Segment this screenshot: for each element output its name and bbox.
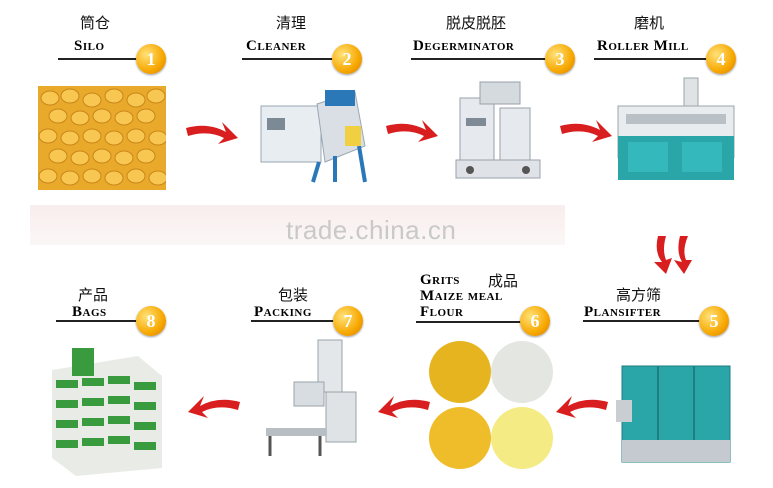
step-2-rule <box>242 58 334 60</box>
step-2-en-label: Cleaner <box>246 38 307 54</box>
step-3-en-label: Degerminator <box>413 38 515 54</box>
step-6-cn-label: 成品 <box>488 272 519 290</box>
stacked-bags-image <box>52 348 162 476</box>
red-curved-arrow-icon <box>556 396 608 418</box>
step-3-badge: 3 <box>545 44 575 74</box>
step-1-cn-label: 筒仓 <box>80 14 111 32</box>
red-down-arrow-icon <box>654 236 692 274</box>
step-1-en-label: Silo <box>74 38 105 54</box>
step-1-rule <box>58 58 138 60</box>
step-5-rule <box>583 320 701 322</box>
background-band <box>30 205 565 245</box>
step-6-badge: 6 <box>520 306 550 336</box>
red-curved-arrow-icon <box>186 122 238 144</box>
step-8-en-label: Bags <box>72 304 107 320</box>
roller-mill-machine-image <box>617 77 735 180</box>
product-samples-image <box>429 341 553 469</box>
step-3-cn-label: 脱皮脱胚 <box>446 14 507 32</box>
step-7-en-label: Packing <box>254 304 312 320</box>
step-4-cn-label: 磨机 <box>634 14 665 32</box>
red-curved-arrow-icon <box>188 396 240 418</box>
step-6-en-line-2: Maize meal <box>420 288 503 304</box>
step-7-cn-label: 包装 <box>278 286 309 304</box>
step-7-badge: 7 <box>333 306 363 336</box>
step-1-badge: 1 <box>136 44 166 74</box>
step-3-rule <box>411 58 547 60</box>
step-5-badge: 5 <box>699 306 729 336</box>
step-4-rule <box>594 58 708 60</box>
step-4-en-label: Roller Mill <box>597 38 689 54</box>
step-5-en-label: Plansifter <box>584 304 662 320</box>
red-curved-arrow-icon <box>386 120 438 142</box>
step-8-cn-label: 产品 <box>78 286 109 304</box>
step-2-badge: 2 <box>332 44 362 74</box>
step-6-en-line-1: Grits <box>420 272 460 288</box>
plansifter-machine-image <box>616 365 731 463</box>
corn-kernels-image <box>38 86 166 190</box>
step-7-rule <box>251 320 335 322</box>
watermark: trade.china.cn <box>286 215 457 245</box>
step-6-rule <box>416 321 522 323</box>
red-curved-arrow-icon <box>560 120 612 142</box>
step-8-badge: 8 <box>136 306 166 336</box>
step-2-cn-label: 清理 <box>276 14 307 32</box>
packing-machine-image <box>266 339 357 456</box>
step-8-rule <box>56 320 138 322</box>
degerminator-machine-image <box>455 81 541 179</box>
step-5-cn-label: 高方筛 <box>616 286 662 304</box>
cleaner-machine-image <box>260 90 367 183</box>
step-6-en-line-3: Flour <box>420 304 464 320</box>
step-4-badge: 4 <box>706 44 736 74</box>
red-curved-arrow-icon <box>378 396 430 418</box>
